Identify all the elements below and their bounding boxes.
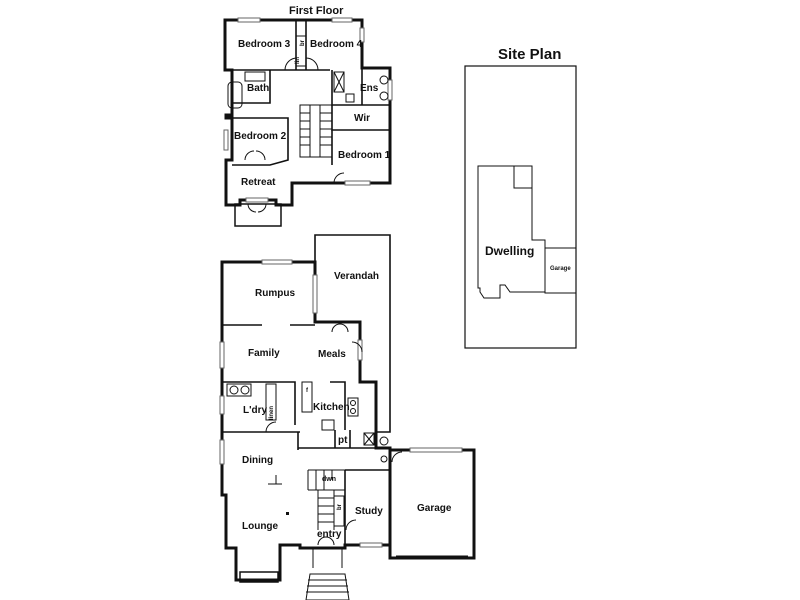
window xyxy=(261,259,293,265)
front-steps xyxy=(305,548,350,600)
washer xyxy=(229,385,239,395)
window xyxy=(219,395,225,415)
first-floor-plan: First Floor xyxy=(223,5,393,227)
ground-floor-stair xyxy=(307,469,345,530)
hws-cross xyxy=(363,432,375,446)
partition-marker xyxy=(268,475,282,485)
window xyxy=(245,197,269,203)
room-label-dining: Dining xyxy=(242,455,273,466)
laundry-tub xyxy=(226,383,252,397)
room-label-pantry: pt xyxy=(338,435,348,446)
site-garage-outline xyxy=(544,247,577,294)
interior-wall xyxy=(232,117,289,166)
window xyxy=(237,17,261,23)
door-swing xyxy=(305,57,319,71)
toilet xyxy=(379,75,389,85)
room-label-bedroom3: Bedroom 3 xyxy=(238,39,291,50)
site-plan: Site Plan Dwelling Garage xyxy=(464,46,577,349)
room-label-bedroom1: Bedroom 1 xyxy=(338,150,391,161)
hws xyxy=(363,432,375,446)
room-label-ens: Ens xyxy=(360,83,379,94)
ground-floor-outer-wall xyxy=(220,260,392,582)
window xyxy=(387,79,393,101)
room-label-robe: br xyxy=(300,39,306,46)
site-dwelling-label: Dwelling xyxy=(485,244,534,258)
vanity xyxy=(244,71,266,82)
room-label-lounge: Lounge xyxy=(242,521,279,532)
first-floor-outer-wall xyxy=(223,18,392,207)
site-dwelling-outline xyxy=(477,165,546,299)
column-marker xyxy=(286,512,289,515)
basin xyxy=(379,91,389,101)
room-label-bedroom4: Bedroom 4 xyxy=(310,39,363,50)
room-label-entry: entry xyxy=(317,529,342,540)
window xyxy=(331,17,353,23)
bay-window xyxy=(239,571,279,583)
door-swing xyxy=(265,421,277,433)
burner xyxy=(350,408,356,414)
room-label-bath: Bath xyxy=(247,83,269,94)
site-dwelling-notch xyxy=(513,165,533,189)
room-label-study: Study xyxy=(355,506,383,517)
robe xyxy=(295,35,307,67)
window xyxy=(312,274,318,314)
room-label-rumpus: Rumpus xyxy=(255,288,295,299)
shower-cross xyxy=(333,71,345,93)
room-label-linen: lin xyxy=(295,57,301,64)
room-label-linen: linen xyxy=(269,406,275,420)
interior-wall xyxy=(330,381,346,430)
bay-window xyxy=(234,203,282,227)
room-label-verandah: Verandah xyxy=(334,271,379,282)
room-label-laundry: L'dry xyxy=(243,405,267,416)
room-label-kitchen: Kitchen xyxy=(313,402,350,413)
site-plan-title: Site Plan xyxy=(498,46,561,63)
shower xyxy=(333,71,345,93)
room-label-retreat: Retreat xyxy=(241,177,276,188)
window xyxy=(359,542,383,548)
door-swing xyxy=(391,451,403,463)
cooktop xyxy=(347,397,359,417)
site-boundary xyxy=(464,65,577,349)
door-swing xyxy=(351,341,363,353)
window xyxy=(219,439,225,465)
double-door xyxy=(244,150,266,161)
bathtub xyxy=(227,81,243,109)
room-label-bedroom2: Bedroom 2 xyxy=(234,131,287,142)
room-label-family: Family xyxy=(248,348,280,359)
stair-label-down: dwn xyxy=(322,476,336,483)
basin xyxy=(380,455,388,463)
entry-door xyxy=(317,536,335,546)
door-swing xyxy=(345,519,357,531)
window xyxy=(409,447,463,453)
interior-wall xyxy=(222,381,296,425)
room-label-wir: Wir xyxy=(354,113,370,124)
toilet xyxy=(345,93,355,103)
room-label-meals: Meals xyxy=(318,349,346,360)
kitchen-island xyxy=(301,381,313,413)
verandah-outline xyxy=(314,234,391,433)
interior-wall xyxy=(232,70,271,104)
bay-door xyxy=(247,203,267,213)
site-garage-label: Garage xyxy=(550,266,571,272)
window xyxy=(344,180,371,186)
window xyxy=(219,341,225,369)
double-door xyxy=(331,323,349,333)
first-floor-stair xyxy=(299,104,333,158)
window xyxy=(359,27,365,43)
ground-floor-plan: Rumpus Verandah Family Meals L'dry linen… xyxy=(219,234,476,600)
toilet xyxy=(379,436,389,446)
sink xyxy=(321,419,335,431)
room-label-robe: br xyxy=(337,503,343,510)
first-floor-title: First Floor xyxy=(289,5,344,17)
door-swing xyxy=(333,172,345,184)
linen-cupboard xyxy=(265,383,277,421)
window xyxy=(223,129,229,151)
dryer xyxy=(240,385,250,395)
burner xyxy=(350,400,356,406)
room-label-garage: Garage xyxy=(417,503,452,514)
robe xyxy=(333,495,345,527)
room-label-fridge: f xyxy=(306,388,309,394)
